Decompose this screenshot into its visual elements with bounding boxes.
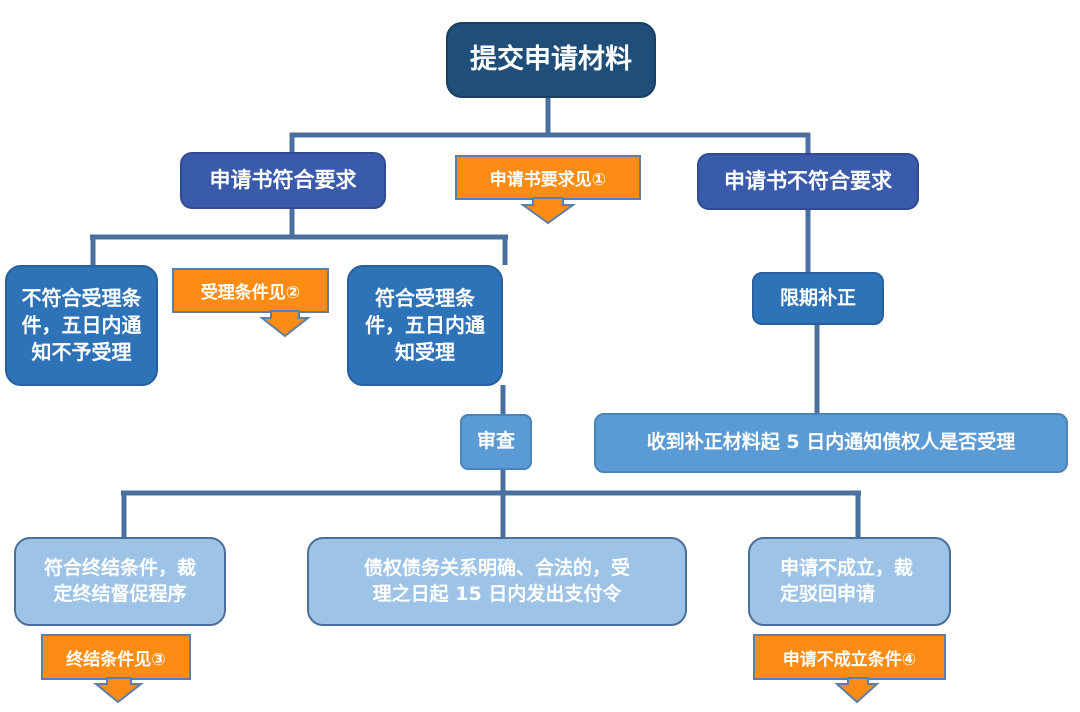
reject-line-1: 不符合受理条 <box>21 286 142 310</box>
acceptance-conditions-note-label: 受理条件见② <box>172 268 329 313</box>
correct-within-deadline-label: 限期补正 <box>779 286 856 309</box>
terminate-line-2: 定终结督促程序 <box>53 582 187 605</box>
payment-line-1: 债权债务关系明确、合法的，受 <box>363 556 630 579</box>
dismiss-conditions-note: 申请不成立条件④ <box>753 634 946 704</box>
payment-order-node: 债权债务关系明确、合法的，受 理之日起 15 日内发出支付令 <box>307 537 687 626</box>
dismiss-line-2: 定驳回申请 <box>780 582 876 605</box>
terminate-line-1: 符合终结条件，裁 <box>43 556 196 579</box>
application-requirements-note: 申请书要求见① <box>455 155 641 225</box>
down-arrow-icon <box>834 677 880 704</box>
accept-line-2: 件，五日内通 <box>365 313 485 337</box>
correction-result-label: 收到补正材料起 5 日内通知债权人是否受理 <box>646 431 1016 454</box>
acceptance-conditions-note: 受理条件见② <box>172 268 329 338</box>
application-meets-requirements-node: 申请书符合要求 <box>180 152 386 209</box>
reject-line-3: 知不予受理 <box>31 340 132 364</box>
application-meets-requirements-label: 申请书符合要求 <box>209 168 357 193</box>
review-node: 审查 <box>460 414 532 470</box>
accept-node: 符合受理条 件，五日内通 知受理 <box>347 265 503 386</box>
correct-within-deadline-node: 限期补正 <box>752 272 884 325</box>
reject-line-2: 件，五日内通 <box>21 313 142 337</box>
accept-line-1: 符合受理条 <box>375 286 475 310</box>
accept-line-3: 知受理 <box>395 340 455 364</box>
application-not-meets-requirements-node: 申请书不符合要求 <box>697 153 919 210</box>
connector-review <box>121 469 861 537</box>
termination-conditions-note: 终结条件见③ <box>41 634 191 704</box>
down-arrow-icon <box>259 310 311 338</box>
payment-line-2: 理之日起 15 日内发出支付令 <box>372 582 622 605</box>
dismiss-application-node: 申请不成立，裁 定驳回申请 <box>748 537 951 626</box>
dismiss-conditions-note-label: 申请不成立条件④ <box>753 634 946 680</box>
connector-root <box>289 97 811 153</box>
submit-materials-label: 提交申请材料 <box>470 43 632 75</box>
down-arrow-icon <box>519 197 577 225</box>
reject-acceptance-node: 不符合受理条 件，五日内通 知不予受理 <box>5 265 158 386</box>
correction-result-node: 收到补正材料起 5 日内通知债权人是否受理 <box>594 413 1068 473</box>
review-label: 审查 <box>476 430 515 453</box>
connector-level1-left <box>90 208 508 265</box>
terminate-procedure-node: 符合终结条件，裁 定终结督促程序 <box>14 537 226 626</box>
dismiss-line-1: 申请不成立，裁 <box>780 556 914 579</box>
submit-materials-node: 提交申请材料 <box>446 22 656 98</box>
application-not-meets-requirements-label: 申请书不符合要求 <box>724 169 892 194</box>
down-arrow-icon <box>93 677 144 704</box>
